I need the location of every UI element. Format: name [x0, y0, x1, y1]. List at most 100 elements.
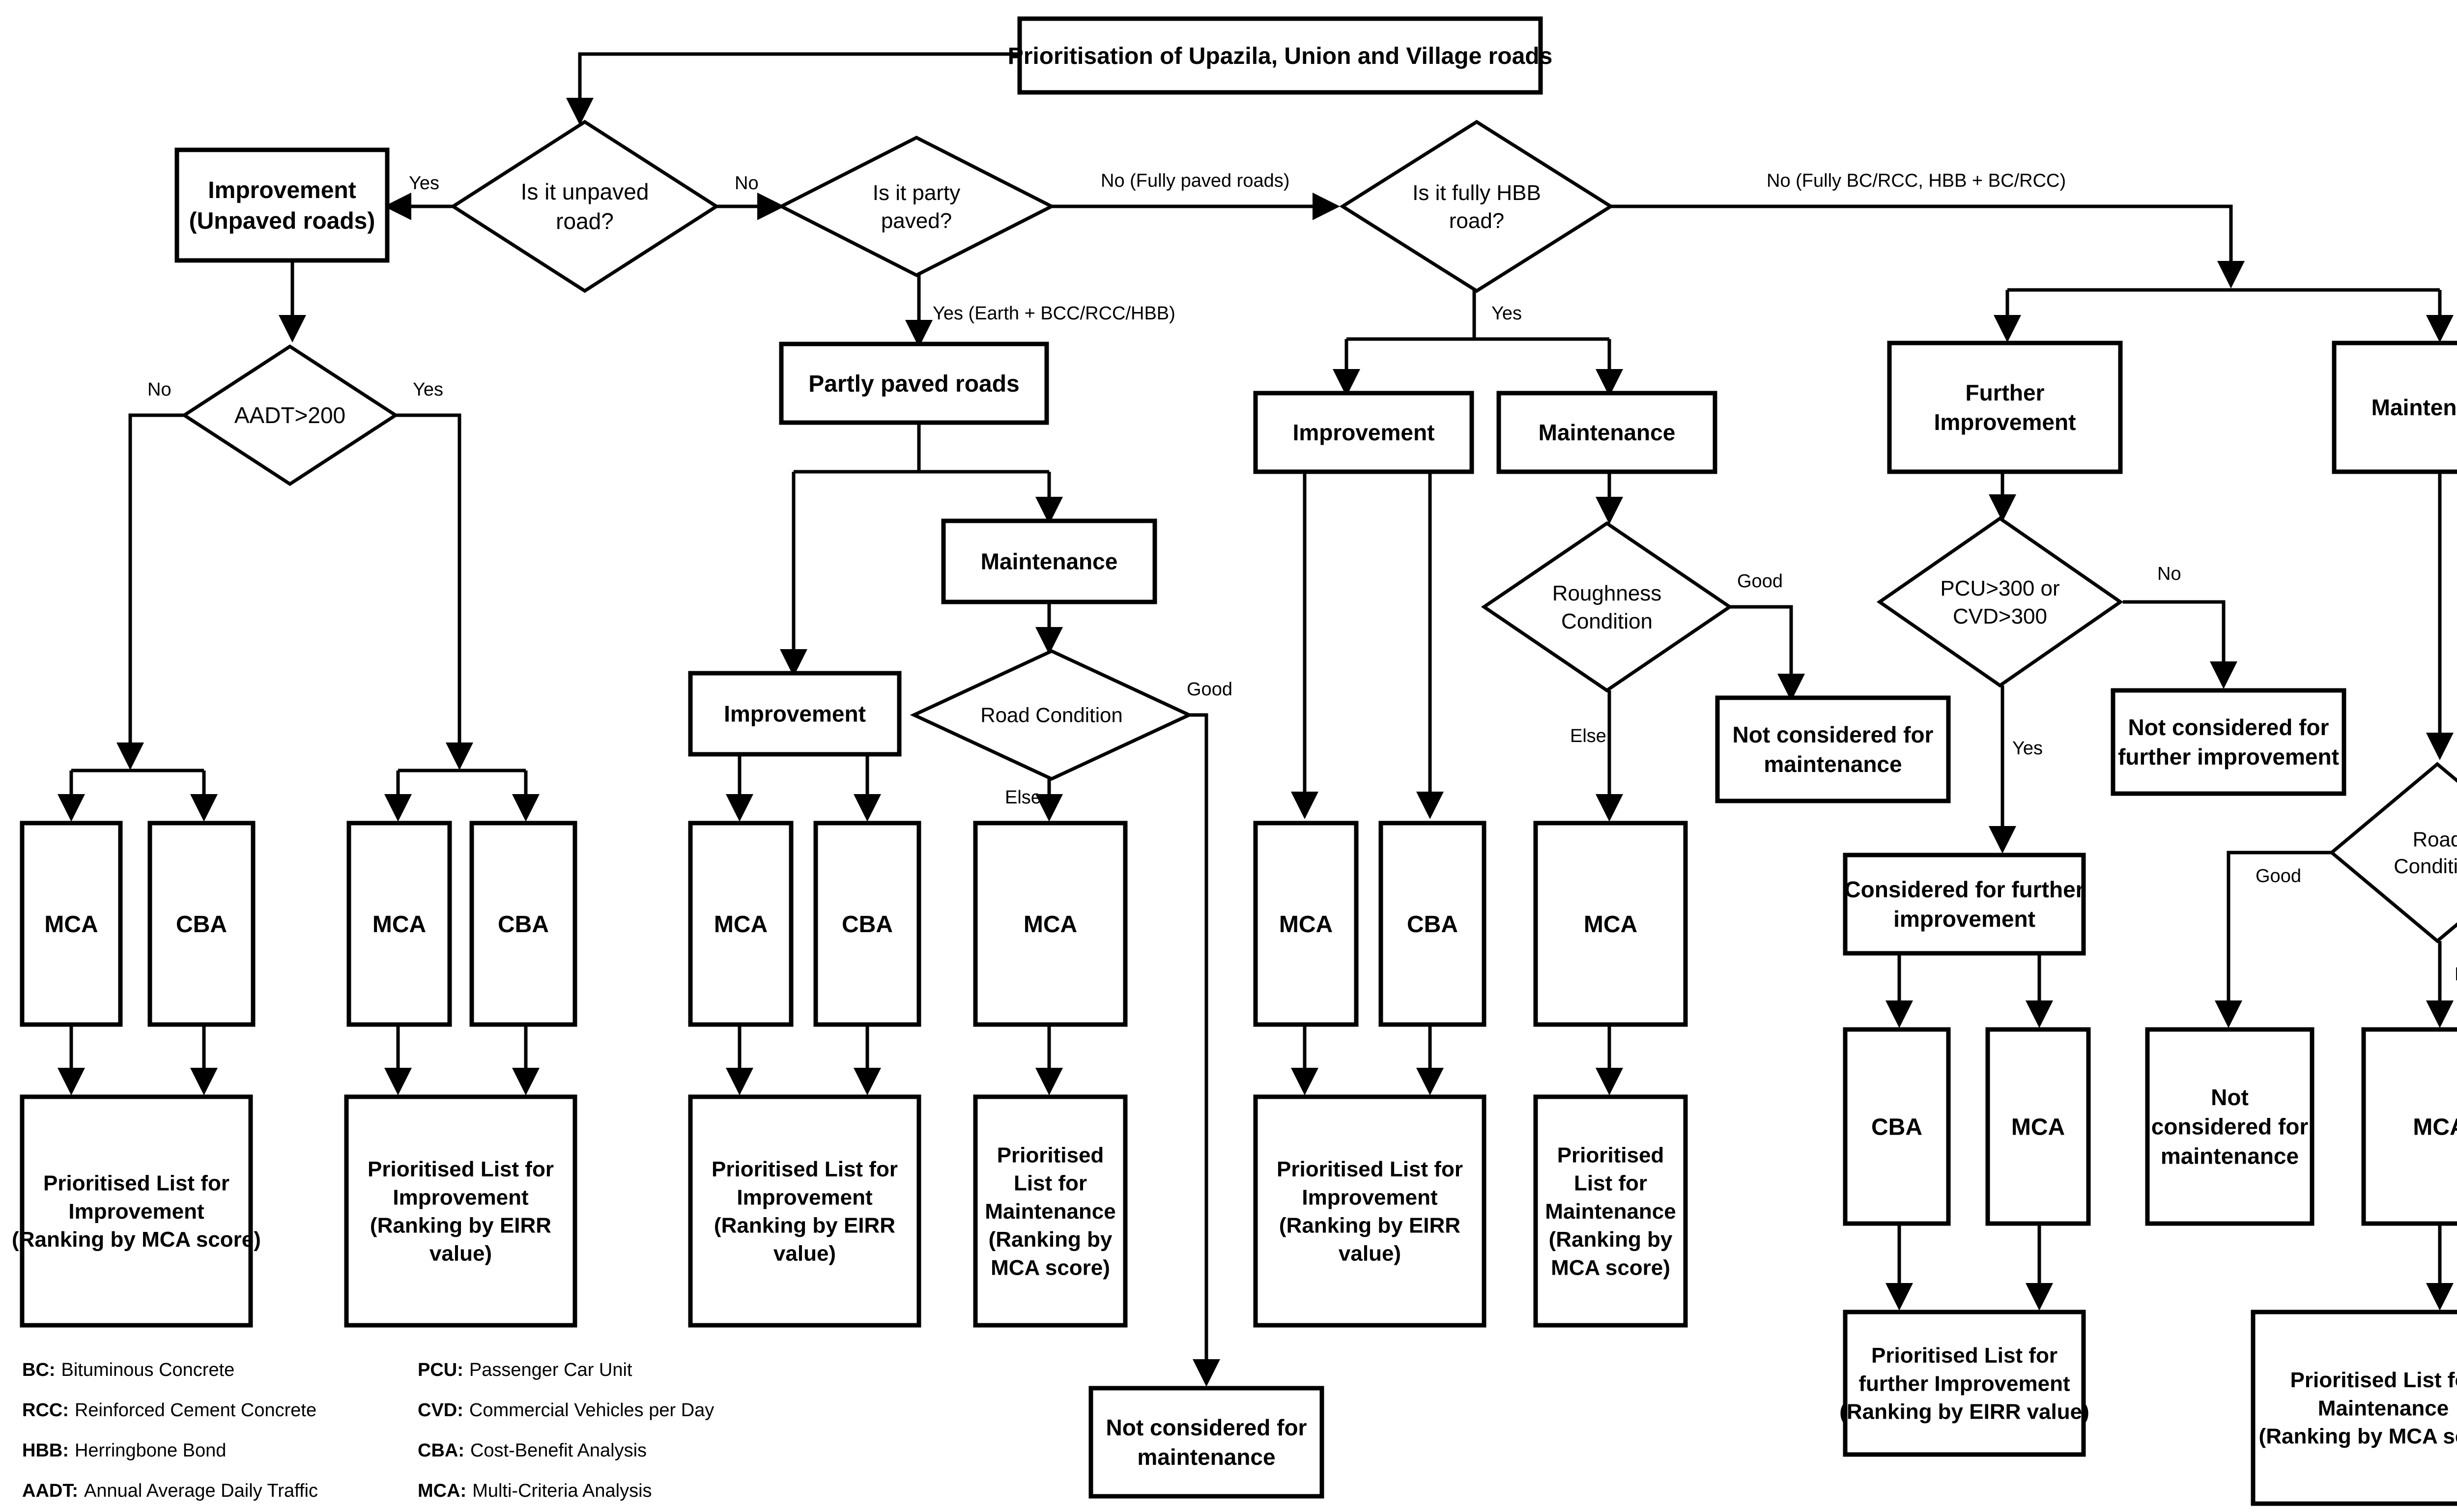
result-hbb-maintenance-frame [1533, 1094, 1688, 1328]
cba-box-3: CBA [813, 821, 921, 1027]
further-improvement-box-frame [1887, 341, 2123, 474]
result-further-improvement-frame [1843, 1310, 2086, 1457]
mca-box-2-line: MCA [372, 912, 426, 938]
result-unpaved-low-frame [20, 1094, 253, 1328]
legend-abbr: RCC: [22, 1400, 69, 1421]
decision-roughness-shape [1481, 521, 1733, 693]
edge-hbb-no [1611, 204, 2245, 288]
result-unpaved-low-line: (Ranking by MCA score) [12, 1227, 261, 1252]
decision-fully-hbb-shape [1339, 119, 1614, 293]
result-unpaved-high-frame [344, 1094, 577, 1328]
further-improvement-box-line: Improvement [1934, 409, 2076, 435]
not-considered-hbb-box-line: Not considered for [1733, 722, 1934, 747]
mca-box-4-line: MCA [1024, 912, 1077, 938]
result-unpaved-high: Prioritised List forImprovement(Ranking … [344, 1094, 577, 1328]
cba-box-3-frame [813, 821, 921, 1027]
legend-desc: Commercial Vehicles per Day [469, 1400, 714, 1421]
cba-box-7-frame [1843, 1027, 1951, 1226]
result-hbb-maintenance-line: Prioritised [1557, 1143, 1664, 1168]
result-partly-improvement-line: Improvement [737, 1185, 873, 1209]
result-hbb-improvement: Prioritised List forImprovement(Ranking … [1253, 1094, 1486, 1328]
improvement-partly-box-frame [688, 671, 902, 757]
result-unpaved-low-line: Prioritised List for [43, 1171, 229, 1196]
legend-entry: AADT:Annual Average Daily Traffic [22, 1481, 318, 1501]
label-cond2-else: Else [2455, 964, 2457, 985]
node-layer: Prioritisation of Upazila, Union and Vil… [12, 16, 2457, 1506]
further-improvement-box-line: Further [1966, 380, 2045, 405]
mca-box-8-line: MCA [2413, 1114, 2457, 1140]
label-pcu-no: No [2157, 564, 2181, 584]
decision-unpaved-line: Is it unpaved [521, 179, 649, 204]
result-partly-maintenance-line: MCA score) [991, 1255, 1110, 1280]
not-considered-partly-box-frame [1088, 1386, 1324, 1499]
edge-aadt-no [116, 413, 184, 770]
legend-desc: Annual Average Daily Traffic [84, 1481, 318, 1501]
result-hbb-maintenance-line: MCA score) [1551, 1255, 1670, 1280]
legend-entry: CBA:Cost-Benefit Analysis [418, 1440, 647, 1461]
label-hbb-yes: Yes [1491, 303, 1522, 324]
cba-box-5-line: CBA [1407, 912, 1458, 938]
mca-box-6: MCA [1533, 821, 1688, 1027]
decision-pcu-line: PCU>300 or [1940, 576, 2059, 600]
not-considered-further-box-line: Not considered for [2128, 714, 2329, 740]
result-partly-improvement-line: (Ranking by EIRR [714, 1214, 895, 1238]
not-considered-bc-box-frame [2145, 1027, 2314, 1226]
decision-road-condition-1-line: Road Condition [980, 704, 1123, 727]
mca-box-5-line: MCA [1279, 912, 1333, 938]
legend-entry: RCC: Reinforced Cement Concrete [22, 1400, 316, 1421]
mca-box-5: MCA [1253, 821, 1359, 1027]
cba-box-1-line: CBA [176, 912, 227, 938]
decision-fully-hbb: Is it fully HBB road? [1339, 119, 1614, 293]
result-further-improvement-line: further Improvement [1858, 1371, 2070, 1396]
edge-pcu-no [2123, 600, 2237, 689]
label-rough-else: Else [1570, 726, 1606, 746]
partly-paved-roads-box-frame [779, 342, 1049, 425]
mca-box-7: MCA [1985, 1027, 2091, 1226]
result-hbb-maintenance-line: (Ranking by [1549, 1227, 1673, 1252]
improvement-unpaved-box-line: (Unpaved roads) [189, 208, 375, 234]
maintenance-hbb-box-line: Maintenance [1539, 420, 1676, 445]
cba-box-2-line: CBA [498, 912, 549, 938]
result-unpaved-high-line: Prioritised List for [368, 1157, 554, 1181]
improvement-hbb-box-line: Improvement [1293, 420, 1435, 445]
decision-road-condition-2-line: Road [2413, 827, 2457, 851]
legend-entry: BC:Bituminous Concrete [22, 1360, 234, 1380]
maintenance-partly-box-line: Maintenance [981, 549, 1118, 574]
improvement-unpaved-box-line: Improvement [208, 177, 356, 203]
legend-abbr: BC: [22, 1360, 56, 1380]
result-bc-maintenance-line: (Ranking by MCA score) [2259, 1425, 2457, 1449]
label-cond1-else: Else [1005, 787, 1041, 808]
legend-desc: Reinforced Cement Concrete [75, 1400, 316, 1421]
cba-box-2: CBA [469, 821, 577, 1027]
not-considered-further-box-frame [2111, 688, 2346, 796]
improvement-partly-box: Improvement [688, 671, 902, 757]
decision-fully-hbb-line: Is it fully HBB [1412, 181, 1541, 205]
result-hbb-improvement-line: (Ranking by EIRR [1279, 1214, 1460, 1238]
legend-desc: Bituminous Concrete [61, 1360, 235, 1380]
legend-entry: MCA:Multi-Criteria Analysis [418, 1481, 652, 1501]
result-unpaved-low-line: Improvement [68, 1199, 204, 1224]
partly-paved-roads-box: Partly paved roads [779, 342, 1049, 425]
decision-aadt-shape [181, 344, 399, 486]
mca-box-5-frame [1253, 821, 1359, 1027]
result-partly-improvement-line: Prioritised List for [712, 1157, 898, 1181]
label-pcu-yes: Yes [2012, 738, 2043, 759]
decision-roughness-line: Condition [1561, 609, 1653, 633]
decision-fully-hbb-line: road? [1449, 209, 1505, 233]
result-partly-maintenance-line: (Ranking by [989, 1227, 1113, 1252]
maintenance-bc-box-frame [2332, 341, 2457, 474]
decision-aadt: AADT>200 [181, 344, 399, 486]
cba-box-3-line: CBA [842, 912, 893, 938]
decision-partly-paved-line: paved? [881, 209, 952, 233]
decision-road-condition-1: Road Condition [910, 649, 1194, 781]
not-considered-bc-box-line: Not [2211, 1084, 2249, 1110]
label-aadt-yes: Yes [413, 379, 443, 400]
improvement-hbb-box-frame [1253, 391, 1474, 474]
legend-abbr: HBB: [22, 1440, 69, 1461]
